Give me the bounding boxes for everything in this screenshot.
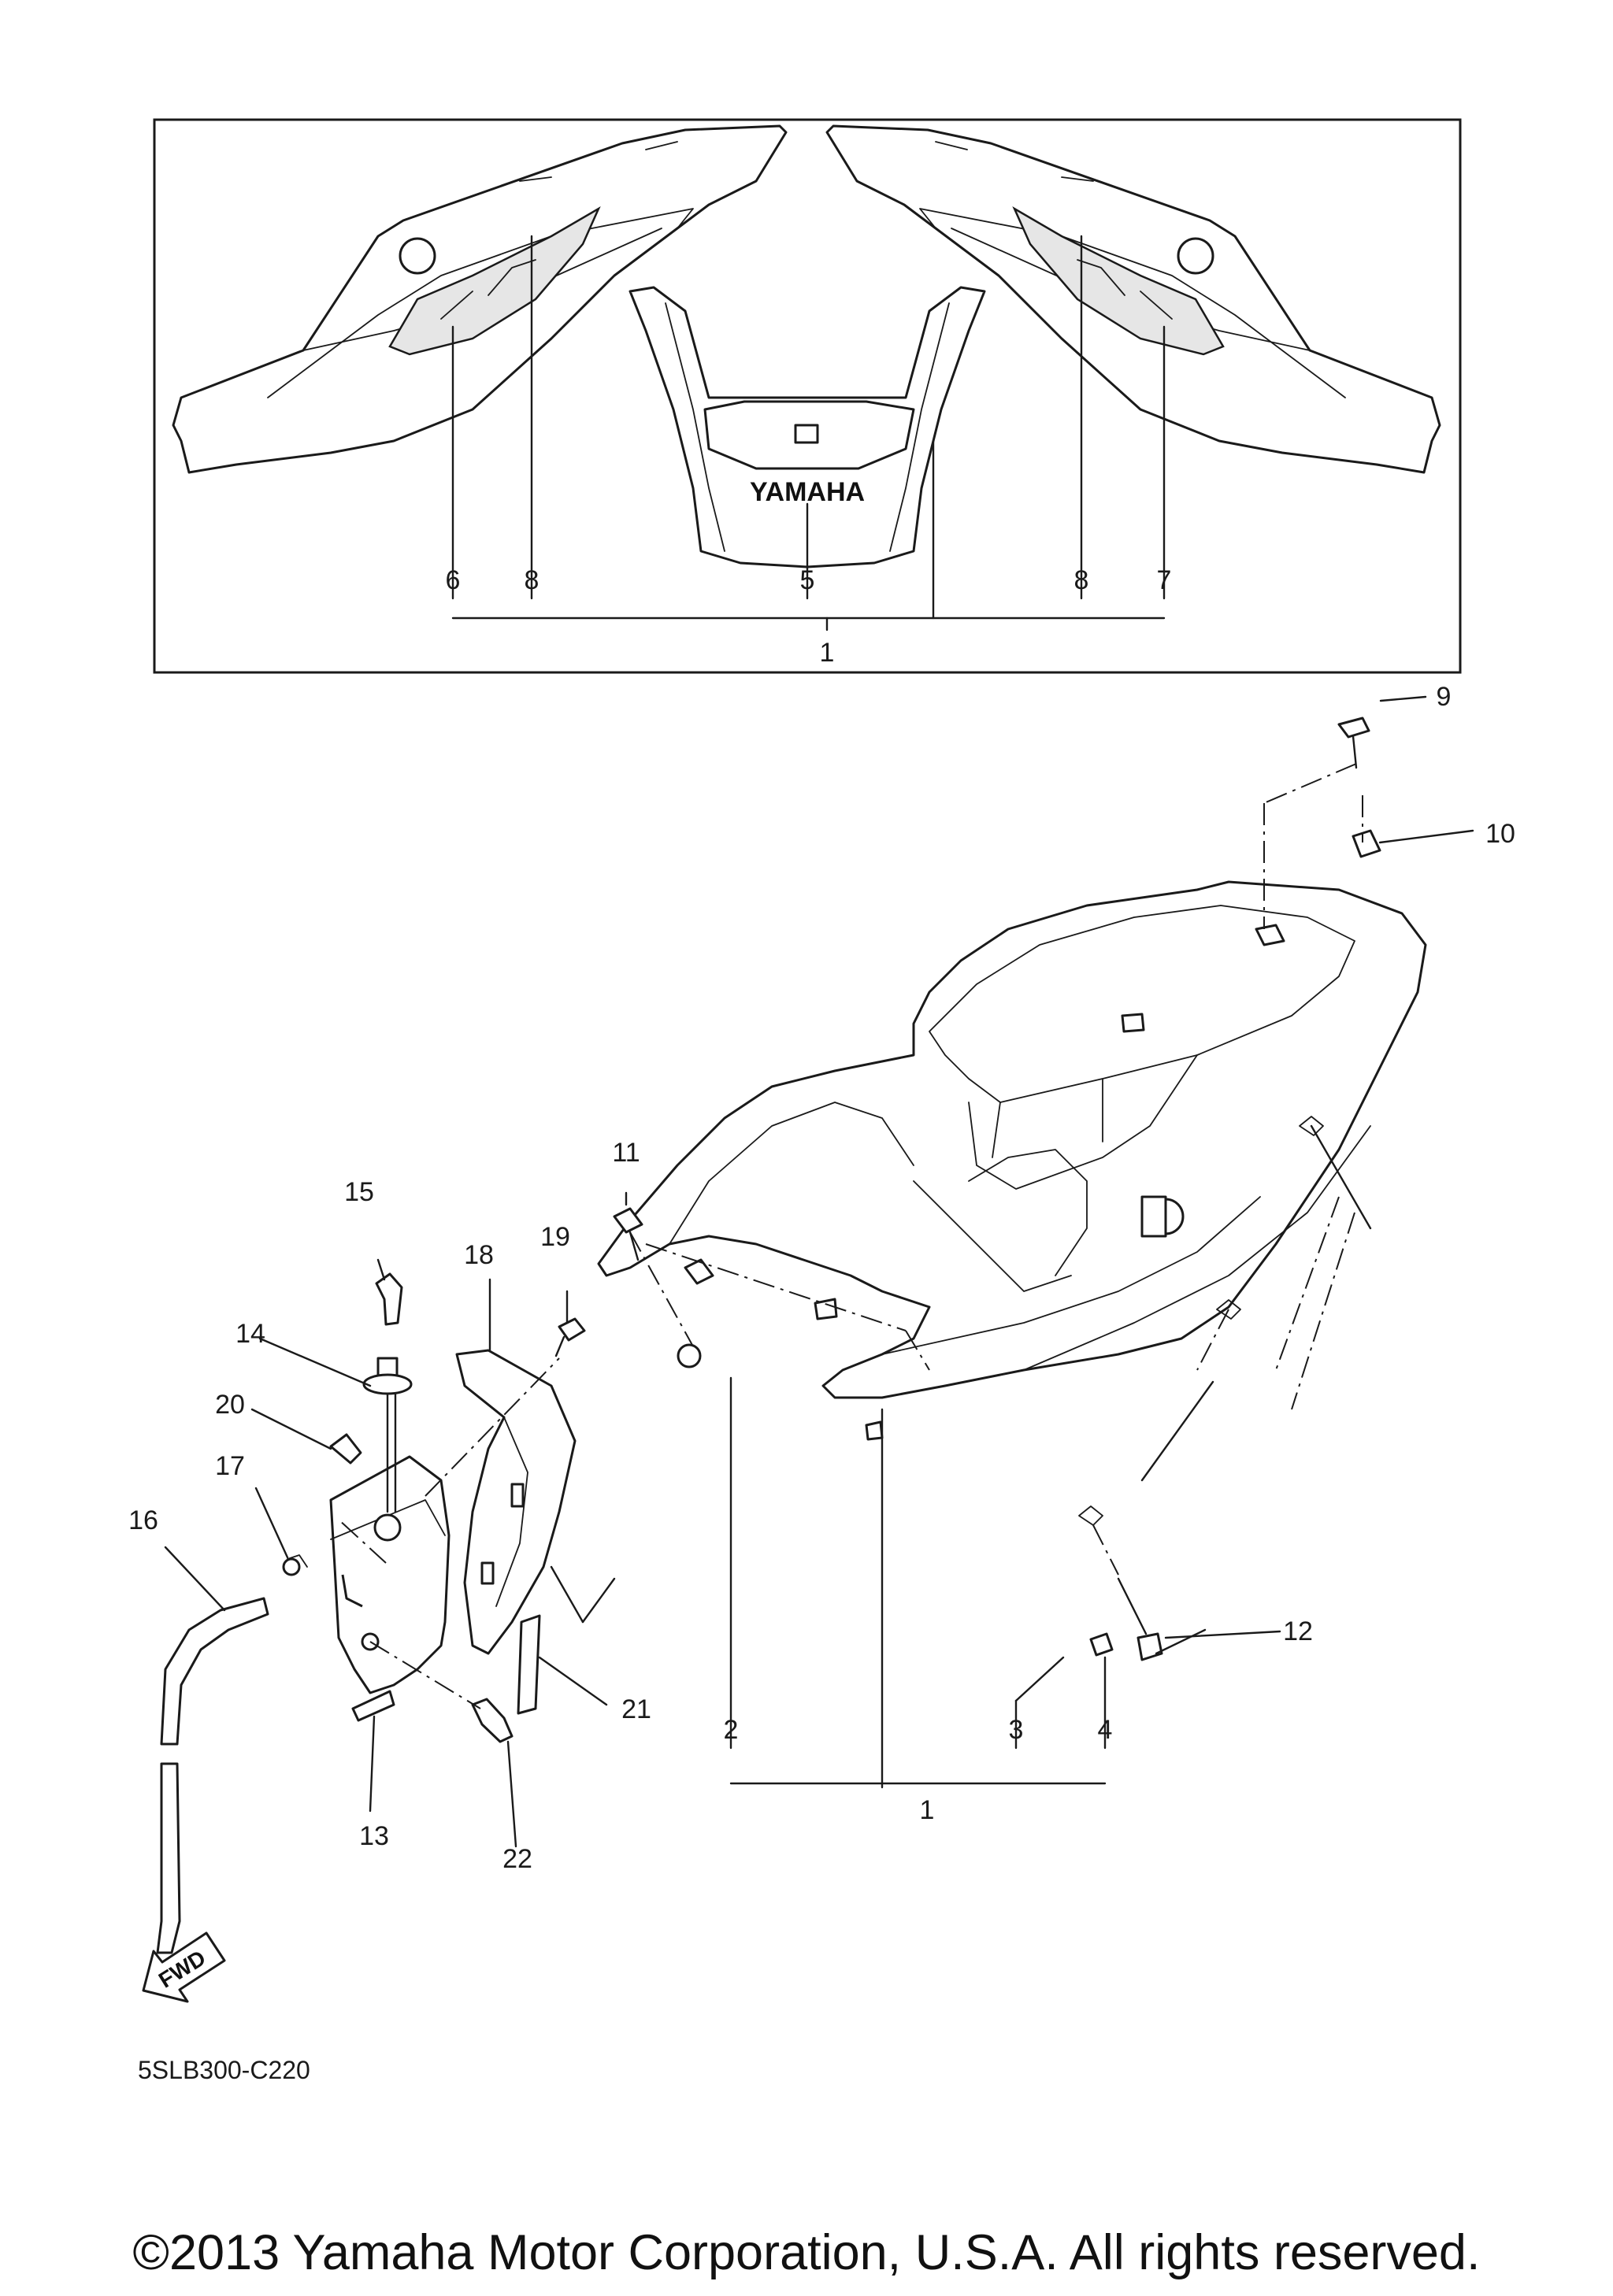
copyright: ©2013 Yamaha Motor Corporation, U.S.A. A… (133, 2225, 1481, 2280)
tail-cover: YAMAHA (629, 286, 986, 568)
brand-label: YAMAHA (750, 477, 865, 507)
callout-1-bottom: 1 (920, 1795, 935, 1825)
callout-10: 10 (1485, 819, 1515, 849)
callout-16: 16 (128, 1505, 158, 1535)
callout-11: 11 (612, 1138, 640, 1168)
callout-1-top: 1 (820, 638, 835, 668)
callout-15: 15 (344, 1177, 374, 1207)
top-leaders (451, 235, 1166, 631)
reservoir-tank (329, 1455, 451, 1722)
callout-8-left: 8 (525, 565, 540, 595)
callout-18: 18 (464, 1240, 494, 1270)
callout-22: 22 (502, 1844, 532, 1874)
callout-6: 6 (446, 565, 461, 595)
callout-8-right: 8 (1074, 565, 1089, 595)
seat-cowl (597, 880, 1427, 1526)
right-side-cover (825, 124, 1441, 474)
left-side-cover (172, 124, 788, 474)
diagram-code: 5SLB300-C220 (138, 2056, 310, 2084)
callout-19: 19 (540, 1222, 570, 1252)
callout-20: 20 (215, 1390, 245, 1420)
callout-5: 5 (800, 565, 815, 595)
callout-13: 13 (359, 1821, 389, 1851)
callout-3: 3 (1009, 1715, 1024, 1745)
fwd-arrow-icon: FWD (142, 1931, 226, 2003)
callout-14: 14 (235, 1319, 265, 1349)
callout-4: 4 (1098, 1715, 1113, 1745)
callout-9: 9 (1437, 682, 1452, 712)
callout-2: 2 (724, 1715, 739, 1745)
inset-frame (153, 118, 1462, 674)
callout-7: 7 (1157, 565, 1172, 595)
damper-strip (517, 1614, 541, 1715)
main-leaders (164, 695, 1474, 1848)
reservoir-bracket (455, 1349, 577, 1655)
breather-fitting (375, 1272, 403, 1326)
reservoir-clip (282, 1433, 362, 1576)
callout-12: 12 (1283, 1616, 1313, 1646)
callout-21: 21 (621, 1694, 651, 1724)
reservoir-cap (362, 1357, 413, 1513)
callout-17: 17 (215, 1451, 245, 1481)
reservoir-hose (156, 1597, 269, 1954)
